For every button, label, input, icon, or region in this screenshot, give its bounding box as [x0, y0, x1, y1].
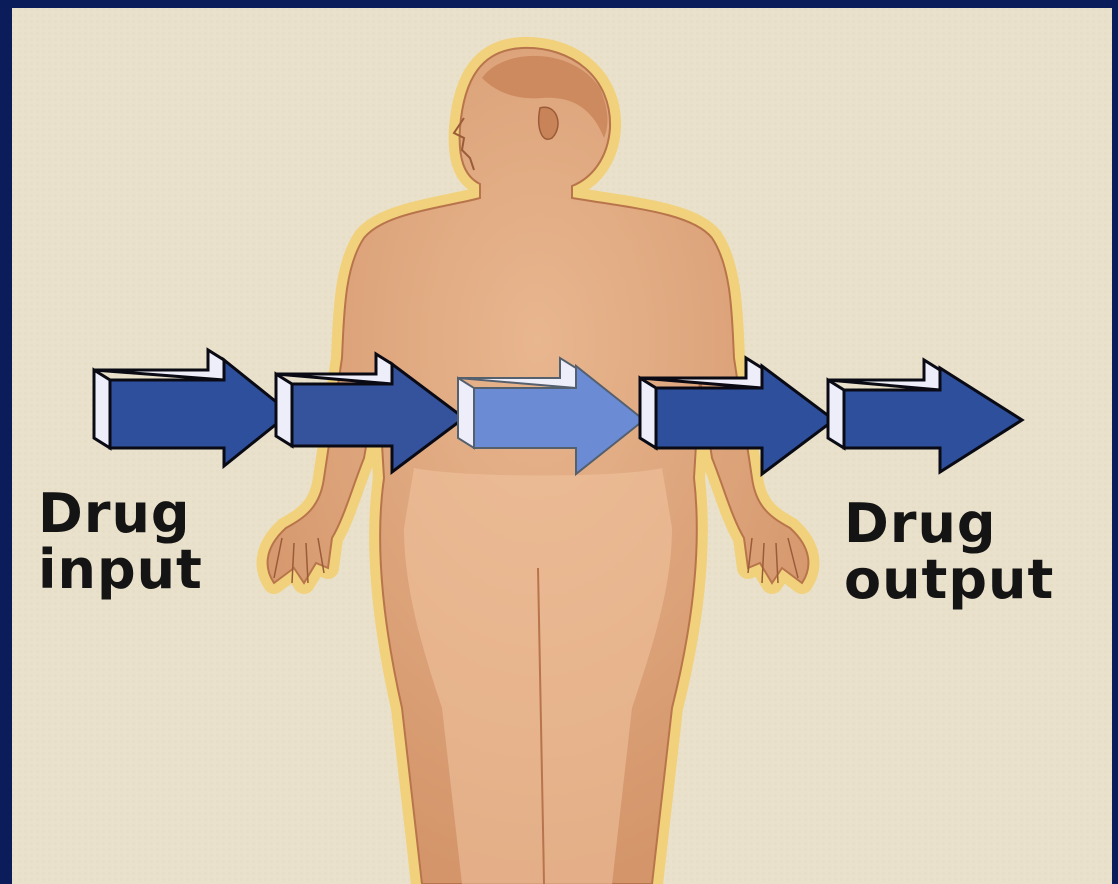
- drug-output-line2: output: [844, 552, 1054, 608]
- drug-output-line1: Drug: [844, 496, 1054, 552]
- drug-input-label: Drug input: [38, 486, 203, 598]
- illustration-panel: Drug input Drug output: [12, 8, 1112, 884]
- ear: [539, 107, 558, 139]
- drug-input-line1: Drug: [38, 486, 203, 542]
- drug-input-line2: input: [38, 542, 203, 598]
- human-body-figure: [12, 8, 1112, 884]
- drug-output-label: Drug output: [844, 496, 1054, 608]
